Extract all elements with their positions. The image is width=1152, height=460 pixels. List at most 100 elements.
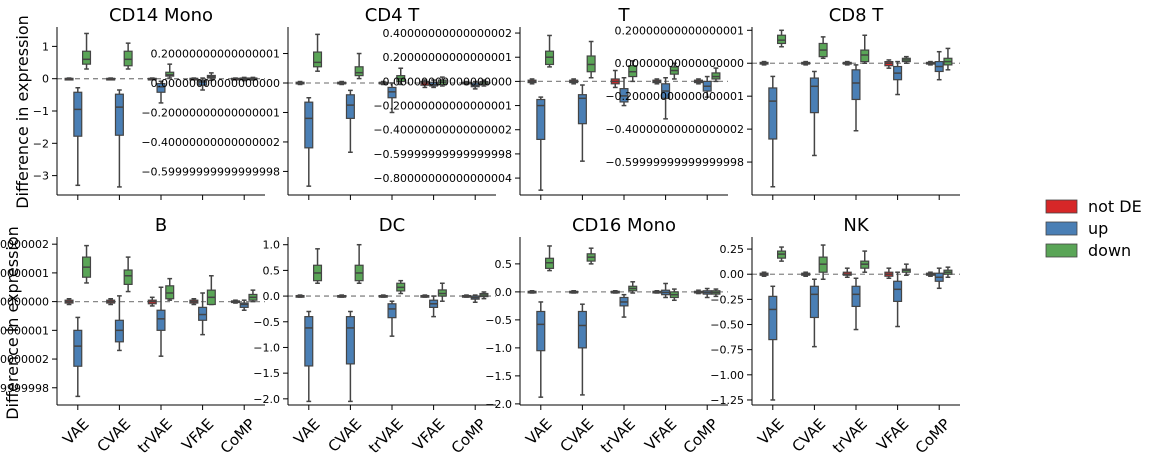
panel-cd8-t-trvae-down-iqr bbox=[860, 49, 870, 63]
panel-dc-ytick-1-label: 1.0 bbox=[263, 239, 281, 252]
panel-cd14-mono-ytick-0-label: 0 bbox=[42, 73, 49, 86]
panel-dc-ytick-1-5-label: −1.5 bbox=[253, 367, 280, 380]
panel-cd4-t: CD4 T−0.59999999999999998−0.400000000000… bbox=[141, 5, 496, 200]
panel-b-comp-not-de-box bbox=[230, 299, 240, 304]
panel-nk-xtick-label-vae: VAE bbox=[754, 415, 787, 448]
panel-t-vae-not-de-box bbox=[527, 78, 537, 85]
panel-nk-ytick-0-25-label: −0.25 bbox=[710, 293, 744, 306]
panel-b-xtick-label-vfae: VFAE bbox=[178, 415, 217, 454]
panel-dc-ytick-1-label: −1.0 bbox=[253, 341, 280, 354]
panel-cd4-t-vae-not-de-box bbox=[295, 80, 305, 86]
panel-nk-vfae-up-box bbox=[893, 271, 903, 328]
panel-t-comp-not-de-box bbox=[693, 78, 703, 85]
panel-nk-vae-down-box bbox=[777, 246, 787, 262]
panel-t-title: T bbox=[618, 5, 631, 26]
panel-t-vae-up-iqr bbox=[536, 98, 546, 141]
panel-dc-xtick-label-trvae: trVAE bbox=[365, 415, 407, 457]
panel-cd14-mono-cvae-up-iqr bbox=[114, 93, 124, 136]
legend-entry-down-label: down bbox=[1088, 241, 1131, 260]
panel-cd14-mono-cvae-down-iqr bbox=[123, 50, 133, 67]
legend-entry-up-swatch bbox=[1045, 221, 1078, 236]
panel-b-vae-up-box bbox=[73, 316, 83, 398]
panel-nk-trvae-up-iqr bbox=[851, 285, 861, 308]
panel-cd8-t-title: CD8 T bbox=[829, 5, 885, 26]
panel-cd8-t-vfae-up-box bbox=[893, 60, 903, 96]
panel-cd4-t-comp-not-de-box bbox=[461, 80, 471, 86]
panel-nk-vfae-not-de-box bbox=[884, 267, 894, 279]
panel-cd4-t-vfae-up-box bbox=[429, 79, 439, 89]
panel-cd16-mono-ytick-0-5-label: 0.5 bbox=[495, 258, 513, 271]
panel-b-cvae-down-iqr bbox=[123, 269, 133, 285]
panel-nk-ytick-0-75-label: −0.75 bbox=[710, 344, 744, 357]
panel-cd8-t-cvae-up-iqr bbox=[809, 77, 819, 114]
panel-cd16-mono-cvae-down-box bbox=[586, 247, 596, 265]
panel-t-ytick-0-4-label: −0.40000000000000002 bbox=[373, 124, 512, 137]
panel-cd16-mono-ytick-0-label: 0.0 bbox=[495, 286, 513, 299]
panel-cd16-mono-cvae-up-iqr bbox=[577, 310, 587, 349]
panel-cd16-mono-trvae-up-box bbox=[619, 293, 629, 318]
panel-cd8-t-trvae-up-box bbox=[851, 64, 861, 132]
panel-cd4-t-vae-up-box bbox=[304, 96, 314, 187]
panel-t-ytick-0-2-label: −0.20000000000000001 bbox=[373, 100, 512, 113]
panel-t-trvae-up-box bbox=[619, 77, 629, 107]
panel-b-comp-up-box bbox=[239, 299, 249, 311]
panel-cd16-mono-trvae-not-de-box bbox=[610, 290, 620, 294]
panel-cd8-t: CD8 T−0.59999999999999998−0.400000000000… bbox=[605, 5, 960, 200]
panel-nk-trvae-up-box bbox=[851, 277, 861, 331]
panel-cd16-mono-title: CD16 Mono bbox=[572, 215, 676, 236]
panel-cd14-mono-trvae-up-box bbox=[156, 80, 166, 104]
panel-b-vfae-not-de-box bbox=[189, 297, 199, 306]
legend-entry-not-de-label: not DE bbox=[1088, 197, 1142, 216]
panel-t-trvae-down-box bbox=[628, 60, 638, 83]
panel-cd4-t-vae-down-iqr bbox=[313, 51, 323, 68]
panel-nk-cvae-down-box bbox=[818, 244, 828, 281]
panel-t-vae-up-box bbox=[536, 96, 546, 191]
panel-t-comp-down-box bbox=[711, 67, 721, 83]
panel-b-ytick-0-2-label: −0.20000000000000001 bbox=[0, 324, 49, 337]
panel-nk-vfae-down-box bbox=[901, 263, 911, 276]
panel-cd4-t-ytick-0-4-label: −0.40000000000000002 bbox=[141, 136, 280, 149]
panel-cd14-mono-title: CD14 Mono bbox=[109, 5, 213, 26]
panel-cd16-mono-vae-up-box bbox=[536, 301, 546, 398]
panel-cd14-mono-ytick-1-label: 1 bbox=[42, 40, 49, 53]
panel-cd16-mono-vae-down-box bbox=[545, 245, 555, 272]
panel-cd16-mono-xtick-label-vae: VAE bbox=[522, 415, 555, 448]
panel-b-ytick-0-4-label: 0.40000000000000002 bbox=[0, 238, 49, 251]
panel-cd14-mono-comp-down-box bbox=[248, 76, 258, 81]
panel-dc-cvae-not-de-box bbox=[337, 294, 347, 298]
panel-cd16-mono-trvae-down-box bbox=[628, 281, 638, 294]
panel-cd8-t-vfae-down-box bbox=[901, 55, 911, 64]
panel-nk-xtick-label-cvae: CVAE bbox=[788, 415, 829, 456]
panel-b-cvae-up-box bbox=[114, 295, 124, 352]
panel-cd14-mono-vfae-not-de-box bbox=[189, 77, 199, 81]
panel-cd14-mono: CD14 Mono−3−2−101 bbox=[33, 5, 265, 200]
panel-cd14-mono-ytick-1-label: −1 bbox=[33, 105, 49, 118]
panel-nk-ytick-0-25-label: 0.25 bbox=[720, 243, 745, 256]
panel-b-comp-down-box bbox=[248, 289, 258, 303]
panel-b-cvae-down-box bbox=[123, 256, 133, 293]
panel-dc-vfae-not-de-box bbox=[420, 294, 430, 298]
panel-cd14-mono-ytick-2-label: −2 bbox=[33, 137, 49, 150]
panel-cd14-mono-vfae-up-box bbox=[198, 77, 208, 91]
panel-cd16-mono-ytick-1-5-label: −1.5 bbox=[485, 370, 512, 383]
panel-cd14-mono-vfae-up-iqr bbox=[198, 79, 208, 86]
panel-b-trvae-up-iqr bbox=[156, 309, 166, 331]
panel-dc-cvae-up-box bbox=[345, 310, 355, 403]
panel-cd8-t-cvae-down-box bbox=[818, 36, 828, 60]
panel-cd16-mono-xtick-label-comp: CoMP bbox=[680, 415, 722, 457]
panel-cd4-t-title: CD4 T bbox=[365, 5, 421, 26]
panel-cd16-mono-xtick-label-vfae: VFAE bbox=[641, 415, 680, 454]
panel-cd8-t-comp-down-box bbox=[943, 47, 953, 71]
panel-cd4-t-ytick-0-2-label: 0.20000000000000001 bbox=[151, 48, 280, 61]
panel-nk-xtick-label-vfae: VFAE bbox=[873, 415, 912, 454]
legend-entry-up-label: up bbox=[1088, 219, 1108, 238]
panel-cd4-t-ytick-0-label: 0.00000000000000000 bbox=[151, 77, 280, 90]
panel-cd14-mono-vae-up-box bbox=[73, 86, 83, 187]
y-axis-label-bottom: Difference in expression bbox=[3, 226, 22, 420]
legend-entry-not-de-swatch bbox=[1045, 199, 1078, 214]
panel-dc-xtick-label-cvae: CVAE bbox=[324, 415, 365, 456]
legend-entry-up: up bbox=[1045, 219, 1108, 238]
panel-dc-cvae-up-iqr bbox=[345, 316, 355, 365]
panel-cd8-t-cvae-not-de-box bbox=[801, 60, 811, 66]
